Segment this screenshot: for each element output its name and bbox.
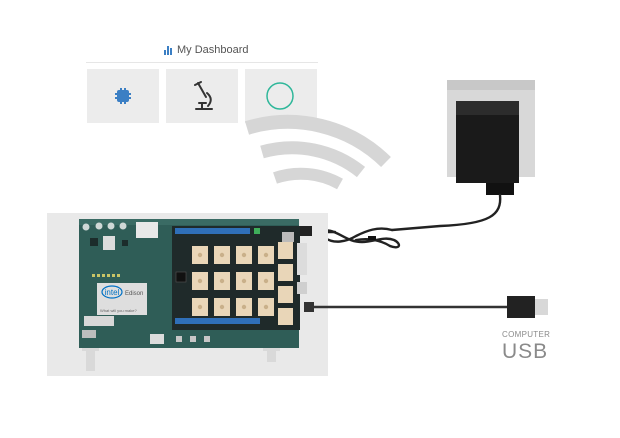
grove-port-pin	[219, 252, 225, 258]
wifi-icon	[244, 114, 391, 190]
grove-ports	[192, 242, 293, 325]
grove-port-edge	[278, 264, 293, 281]
usb-cable	[304, 296, 548, 318]
usb-big-label: USB	[502, 340, 549, 363]
brand-text: intel	[105, 288, 120, 297]
grove-port-pin	[263, 278, 269, 284]
grove-port-pin	[197, 278, 203, 284]
tagline-text: What will you make?	[100, 308, 137, 313]
dashboard-tile-chip[interactable]	[87, 69, 159, 123]
chart-bars-icon	[164, 45, 173, 55]
cable-tie	[368, 236, 376, 240]
edison-module	[97, 283, 147, 315]
side-ports	[282, 226, 312, 294]
grove-port-edge	[278, 286, 293, 303]
grove-port-pin	[241, 278, 247, 284]
grove-port-pin	[197, 252, 203, 258]
usb-label: COMPUTER USB	[502, 330, 550, 364]
standoffs	[82, 336, 280, 371]
grove-port-pin	[263, 252, 269, 258]
grove-shield	[172, 226, 300, 330]
dashboard-tile-circle[interactable]	[245, 69, 317, 123]
usb-small-label: COMPUTER	[502, 330, 551, 339]
dashboard-tile-microscope[interactable]	[166, 69, 238, 123]
grove-port-pin	[263, 304, 269, 310]
power-cable	[298, 193, 502, 249]
module-text: Edison	[125, 291, 143, 297]
grove-port-edge	[278, 242, 293, 259]
dashboard-title: My Dashboard	[164, 44, 249, 56]
grove-port-pin	[241, 304, 247, 310]
microscope-icon	[194, 81, 213, 110]
dashboard-title-text: My Dashboard	[177, 44, 249, 56]
grove-port-pin	[197, 304, 203, 310]
grove-port-pin	[219, 304, 225, 310]
grove-port-pin	[241, 252, 247, 258]
dashboard-divider	[86, 62, 318, 63]
chip-icon	[115, 88, 131, 104]
grove-port-edge	[278, 308, 293, 325]
circle-icon	[266, 82, 294, 110]
power-adapter	[447, 80, 535, 195]
grove-port-pin	[219, 278, 225, 284]
